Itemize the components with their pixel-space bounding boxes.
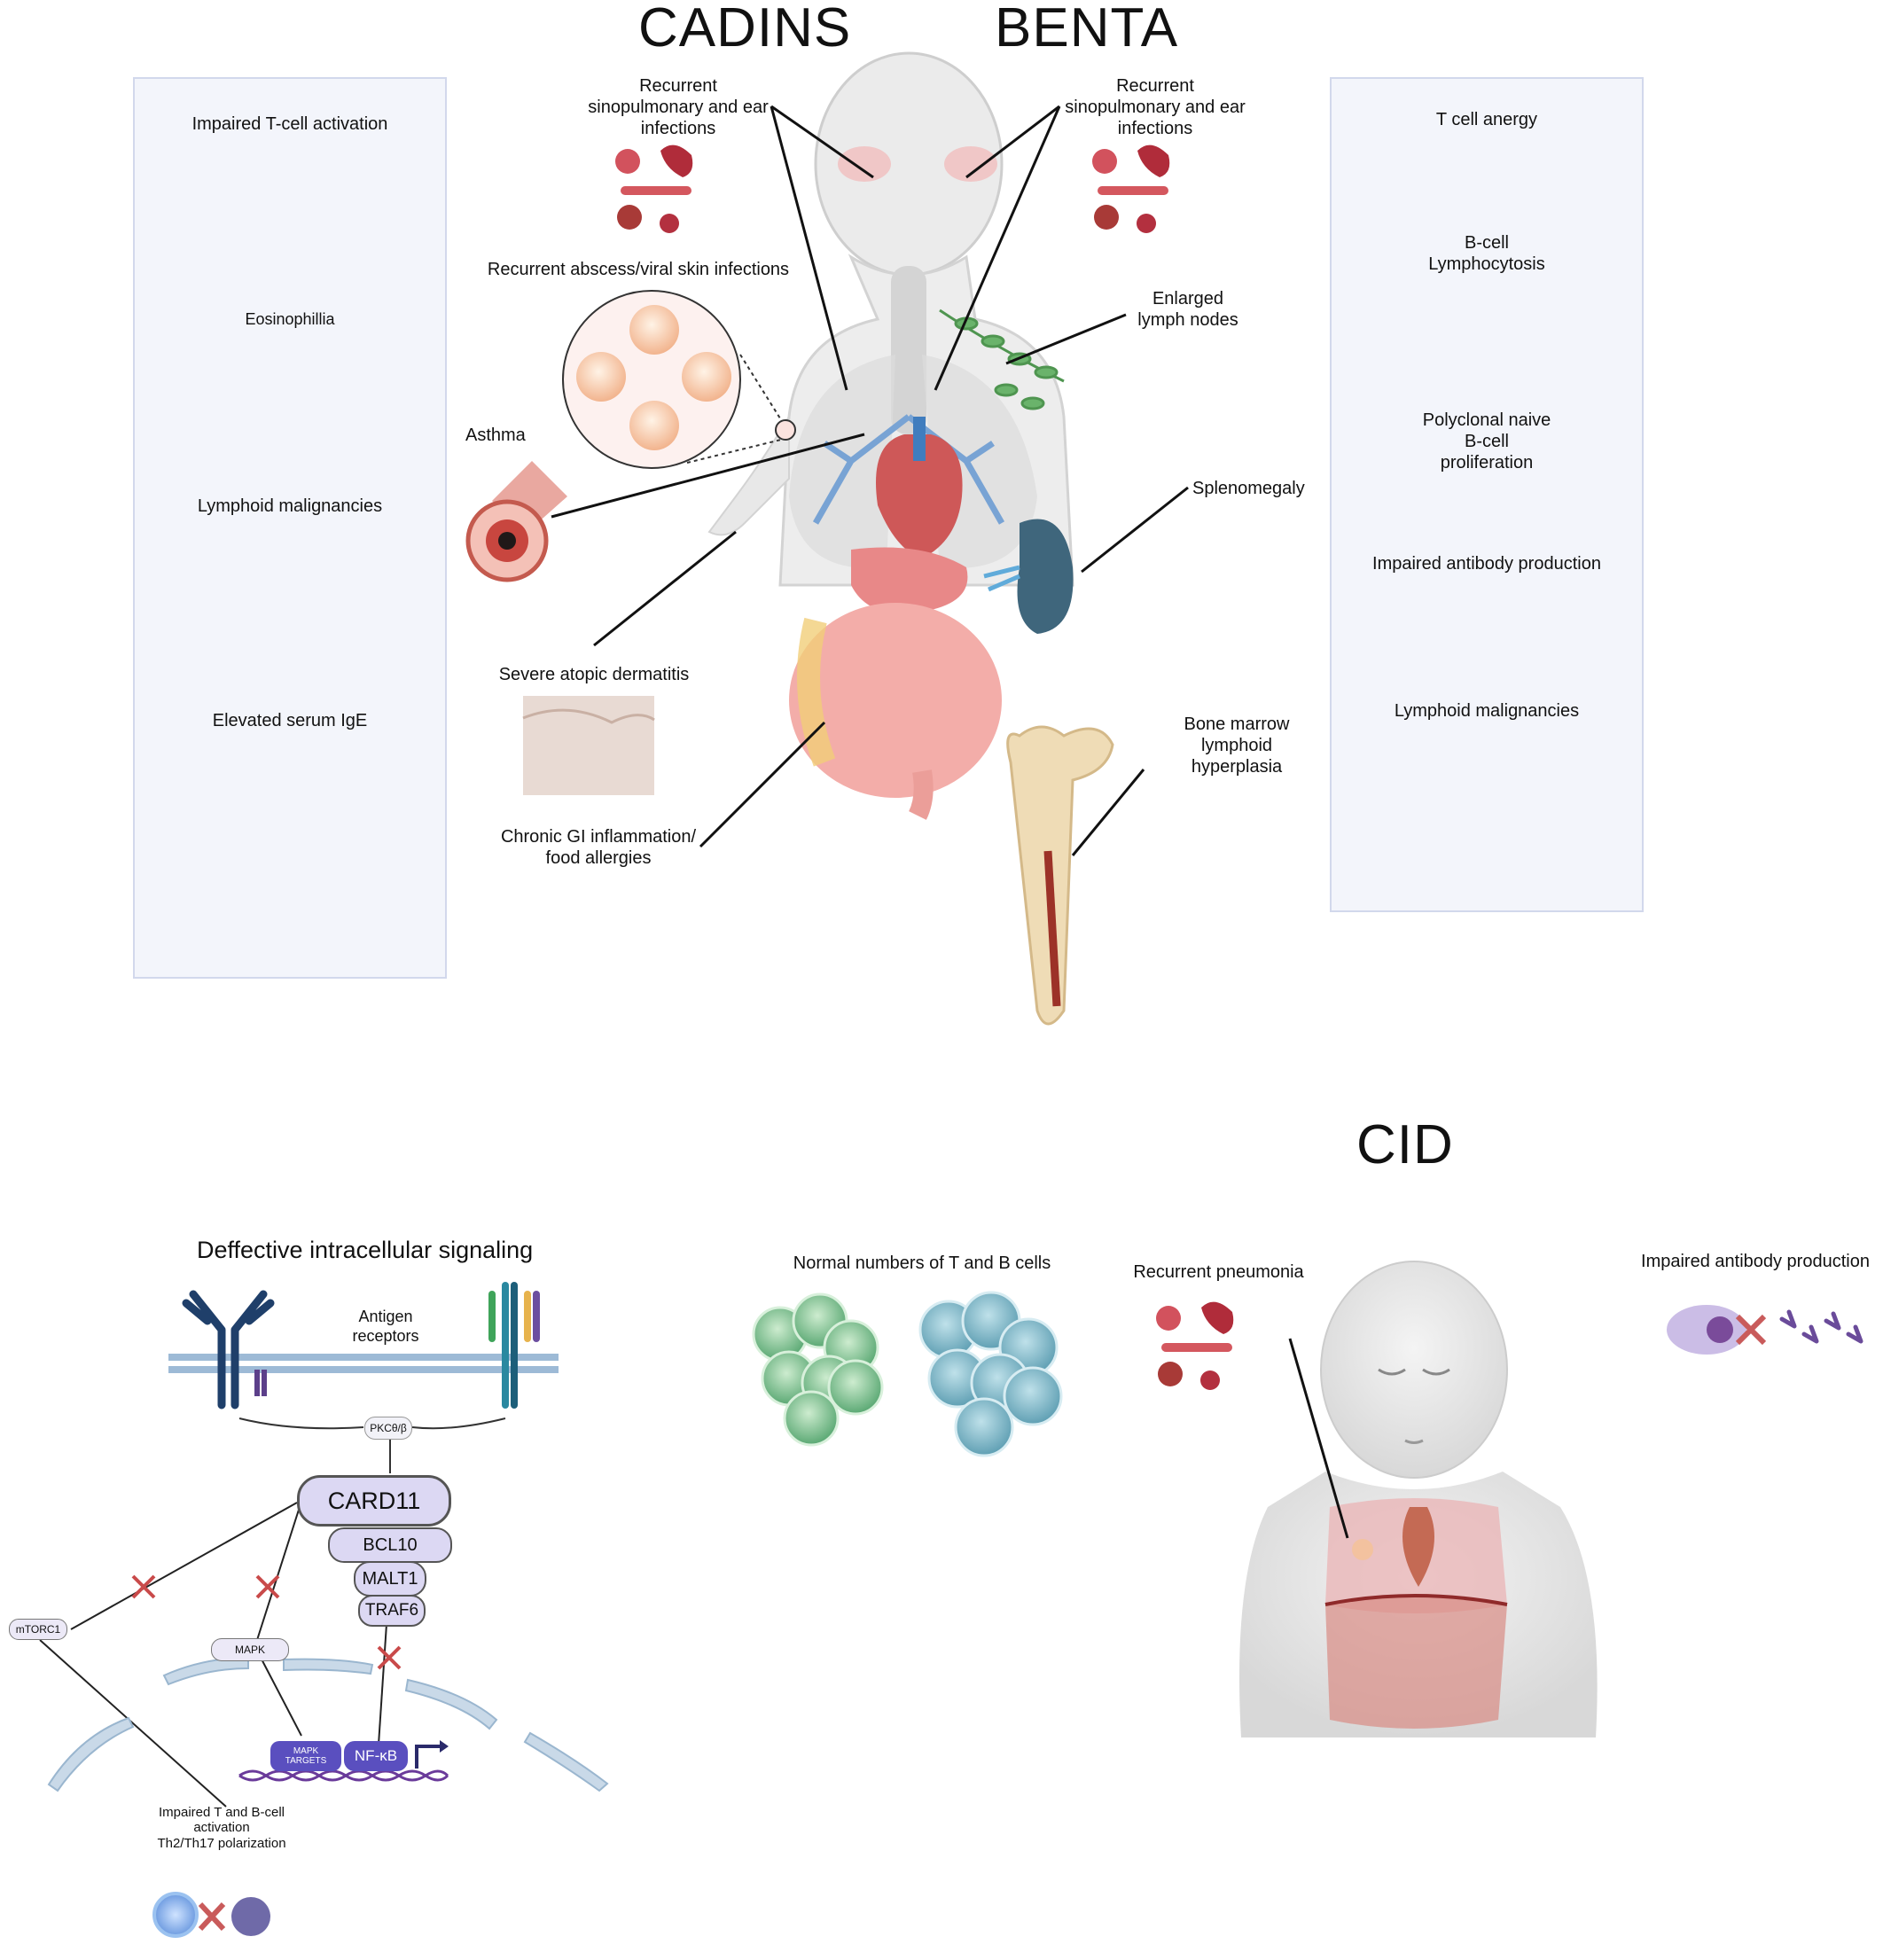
node-nfkb: NF-κB	[344, 1741, 408, 1771]
label-abscess: Recurrent abscess/viral skin infections	[487, 260, 790, 279]
label-infections-right: Recurrent sinopulmonary and ear infectio…	[1065, 76, 1246, 138]
nuclear-envelope	[47, 1656, 609, 1792]
pathogens-cid	[1156, 1301, 1234, 1390]
abscess-inset	[562, 290, 796, 469]
pathway-lines	[39, 1502, 387, 1808]
node-bcl10: BCL10	[328, 1527, 452, 1563]
label-lymphoid-malignancies-right: Lymphoid malignancies	[1394, 701, 1580, 721]
femur-bone	[1006, 725, 1114, 1026]
dna-strand	[238, 1740, 449, 1782]
label-eosinophilia: Eosinophillia	[245, 310, 335, 328]
benta-features-panel	[1330, 77, 1644, 912]
title-cadins: CADINS	[638, 0, 852, 59]
label-infections-left: Recurrent sinopulmonary and ear infectio…	[588, 76, 769, 138]
cadins-features-panel	[133, 77, 447, 979]
label-b-cell-lymphocytosis: B-cell Lymphocytosis	[1428, 233, 1545, 274]
label-impaired-antibody-cid: Impaired antibody production	[1641, 1252, 1870, 1271]
impaired-activation-cells	[152, 1892, 270, 1938]
label-lymphoid-malignancies-left: Lymphoid malignancies	[197, 496, 383, 516]
label-recurrent-pneumonia: Recurrent pneumonia	[1133, 1262, 1304, 1282]
label-impaired-t-activation: Impaired T-cell activation	[191, 114, 388, 134]
leader-lines	[551, 105, 1189, 856]
title-benta: BENTA	[995, 0, 1179, 59]
inhibition-crosses	[131, 1574, 402, 1670]
normal-cells	[752, 1291, 1063, 1457]
label-splenomegaly: Splenomegaly	[1192, 479, 1305, 498]
airway-tube	[465, 461, 567, 582]
label-normal-numbers: Normal numbers of T and B cells	[793, 1253, 1051, 1273]
label-elevated-ige: Elevated serum IgE	[212, 711, 368, 730]
pathogens-right	[1092, 144, 1170, 233]
label-gi-inflammation: Chronic GI inflammation/ food allergies	[500, 827, 697, 868]
label-asthma: Asthma	[465, 426, 526, 445]
pneumonia-leader	[1288, 1338, 1349, 1539]
node-mapk-targets: MAPK TARGETS	[270, 1741, 341, 1771]
label-naive-b-cell-proliferation: Polyclonal naive B-cell proliferation	[1422, 410, 1551, 472]
title-cid: CID	[1356, 1114, 1454, 1175]
label-antigen-receptors: Antigen receptors	[352, 1308, 419, 1345]
node-mapk: MAPK	[211, 1638, 289, 1661]
label-atopic-dermatitis: Severe atopic dermatitis	[498, 665, 690, 684]
label-impaired-antibody-benta: Impaired antibody production	[1372, 554, 1601, 574]
node-traf6: TRAF6	[358, 1595, 426, 1627]
node-malt1: MALT1	[354, 1561, 426, 1597]
node-mtorc1: mTORC1	[9, 1619, 67, 1640]
label-impaired-activation-polarization: Impaired T and B-cell activation Th2/Th1…	[157, 1805, 286, 1851]
signaling-title: Deffective intracellular signaling	[197, 1237, 534, 1263]
node-pkc: PKCθ/β	[364, 1417, 412, 1440]
body-silhouette	[707, 51, 1074, 820]
node-card11: CARD11	[297, 1475, 451, 1527]
label-t-cell-anergy: T cell anergy	[1435, 110, 1538, 129]
pathogens-left	[615, 144, 693, 233]
label-bone-marrow: Bone marrow lymphoid hyperplasia	[1184, 715, 1290, 777]
label-enlarged-lymph-nodes: Enlarged lymph nodes	[1137, 289, 1238, 330]
cid-antibody-art	[1667, 1305, 1863, 1355]
skin-section	[523, 696, 654, 795]
baby-figure	[1239, 1261, 1598, 1737]
membrane	[168, 1282, 559, 1473]
